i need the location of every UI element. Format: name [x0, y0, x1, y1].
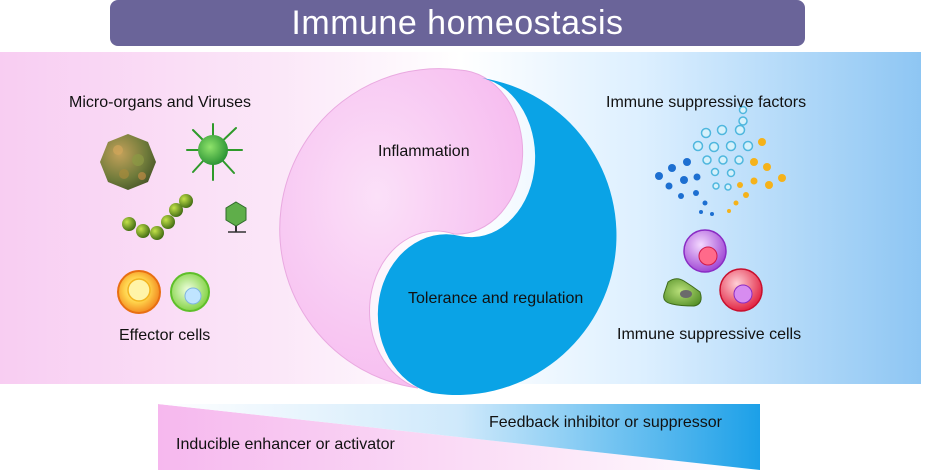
- dendritic-cell-icon: [663, 278, 702, 307]
- title-bar: Immune homeostasis: [110, 0, 805, 46]
- cytokine-dots-icon: [655, 105, 786, 216]
- inflammation-label: Inflammation: [378, 143, 470, 160]
- yin-yang-blue-half: [377, 78, 617, 395]
- phage-icon: [225, 201, 247, 233]
- suppressive-cell-purple-icon: [683, 229, 727, 273]
- effector-cells-label: Effector cells: [119, 327, 211, 344]
- pathogens-label: Micro-organs and Viruses: [69, 94, 252, 111]
- suppressor-label: Feedback inhibitor or suppressor: [489, 414, 723, 431]
- tolerance-label: Tolerance and regulation: [408, 290, 584, 307]
- suppressor-wedge: [158, 404, 760, 470]
- spiky-virus-icon: [186, 123, 243, 181]
- virus-icon: [100, 134, 156, 190]
- effector-cell-icon: [117, 270, 161, 314]
- suppressive-cell-red-icon: [719, 268, 763, 312]
- effector-cell-green-icon: [170, 272, 210, 312]
- bacteria-chain-icon: [122, 194, 193, 240]
- suppressive-cells-label: Immune suppressive cells: [617, 326, 802, 343]
- yin-yang-pink-half: [279, 68, 524, 389]
- enhancer-label: Inducible enhancer or activator: [176, 436, 395, 453]
- diagram-title: Immune homeostasis: [291, 3, 624, 42]
- suppressive-factors-label: Immune suppressive factors: [606, 94, 807, 111]
